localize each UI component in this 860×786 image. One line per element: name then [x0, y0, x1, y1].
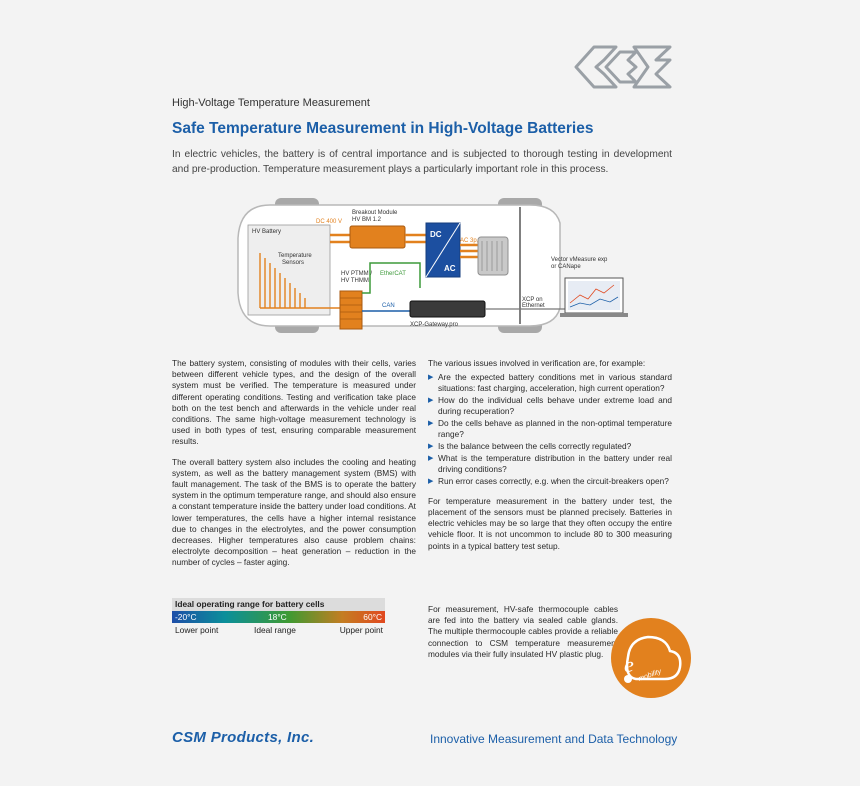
inverter-ac-label: AC — [444, 264, 456, 273]
hv-battery-block — [247, 224, 331, 316]
xcp-gateway-device — [409, 300, 486, 318]
breakout-module — [349, 225, 406, 249]
ideal-range-label: Ideal range — [254, 625, 296, 635]
hv-ptmm-label-2: HV THMM — [341, 278, 369, 284]
svg-text:e: e — [624, 652, 634, 677]
low-temp-value: -20°C — [175, 612, 197, 622]
xcp-ethernet-label-2: Ethernet — [522, 303, 545, 309]
list-item: ▶Do the cells behave as planned in the n… — [428, 418, 672, 440]
breakout-module-label-2: HV BM 1.2 — [352, 217, 382, 223]
ethercat-line — [362, 262, 421, 294]
laptop-base — [560, 313, 628, 317]
operating-range-title: Ideal operating range for battery cells — [172, 598, 385, 611]
bullet-marker-icon: ▶ — [428, 374, 434, 382]
company-tagline: Innovative Measurement and Data Technolo… — [430, 732, 678, 746]
list-item: ▶Is the balance between the cells correc… — [428, 440, 632, 451]
hv-ptmm-module-stack — [339, 290, 363, 330]
inverter-dc-label: DC — [430, 230, 442, 239]
temp-sensors-label-1: Temperature — [278, 253, 312, 259]
electric-motor — [477, 236, 509, 276]
vector-software-label-1: Vector vMeasure exp — [551, 257, 608, 263]
issues-intro: The various issues involved in verificat… — [428, 358, 646, 368]
mid-temp-value: 18°C — [268, 612, 287, 622]
bullet-marker-icon: ▶ — [428, 477, 434, 485]
bullet-marker-icon: ▶ — [428, 397, 434, 405]
page-title: Safe Temperature Measurement in High-Vol… — [172, 120, 594, 137]
section-label: High-Voltage Temperature Measurement — [172, 97, 370, 109]
hv-battery-label: HV Battery — [252, 229, 281, 235]
left-paragraph-2: The overall battery system also includes… — [172, 456, 416, 568]
right-paragraph-3: For measurement, HV-safe thermocouple ca… — [428, 604, 618, 659]
list-item: ▶How do the individual cells behave unde… — [428, 395, 672, 417]
list-item: ▶Are the expected battery conditions met… — [428, 372, 672, 394]
list-item: ▶What is the temperature distribution in… — [428, 452, 672, 474]
lower-point-label: Lower point — [175, 625, 219, 635]
temperature-gradient-bar: -20°C 18°C 60°C — [172, 611, 385, 623]
hv-ptmm-label-1: HV PTMM / — [341, 271, 372, 277]
intro-paragraph: In electric vehicles, the battery is of … — [172, 149, 672, 175]
vector-software-label-2: or CANape — [551, 264, 581, 270]
temperature-sensor-wires — [259, 253, 340, 309]
bullet-marker-icon: ▶ — [428, 442, 434, 450]
upper-point-label: Upper point — [339, 625, 383, 635]
emobility-badge-icon: e mobility — [611, 618, 691, 698]
bullet-marker-icon: ▶ — [428, 420, 434, 428]
right-paragraph-2: For temperature measurement in the batte… — [428, 495, 672, 551]
can-label: CAN — [382, 303, 395, 309]
right-column: The various issues involved in verificat… — [428, 358, 672, 561]
issues-list: ▶Are the expected battery conditions met… — [428, 372, 672, 487]
vehicle-measurement-diagram: HV Battery Temperature Sensors DC 400 V … — [237, 198, 628, 333]
xcp-gateway-label: XCP-Gateway.pro — [410, 322, 459, 328]
dc-400v-label: DC 400 V — [316, 219, 342, 225]
operating-range-box: Ideal operating range for battery cells … — [172, 598, 385, 635]
bullet-marker-icon: ▶ — [428, 454, 434, 462]
xcp-ethernet-label-1: XCP on — [522, 297, 543, 303]
company-name: CSM Products, Inc. — [172, 729, 315, 746]
ethercat-label: EtherCAT — [380, 271, 406, 277]
breakout-module-label-1: Breakout Module — [352, 210, 398, 216]
list-item: ▶Run error cases correctly, e.g. when th… — [428, 475, 669, 486]
left-paragraph-1: The battery system, consisting of module… — [172, 358, 416, 447]
high-temp-value: 60°C — [363, 612, 382, 622]
csm-logo — [574, 45, 672, 89]
left-column: The battery system, consisting of module… — [172, 358, 416, 578]
operating-range-labels: Lower point Ideal range Upper point — [172, 623, 385, 635]
temp-sensors-label-2: Sensors — [282, 260, 304, 266]
measurement-software-window — [568, 281, 620, 310]
